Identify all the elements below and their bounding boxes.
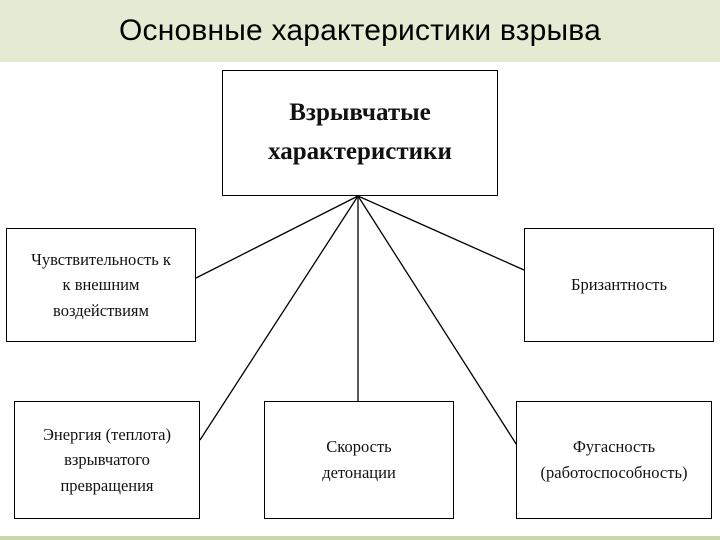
node-label-line: к внешним [62, 275, 140, 295]
root-node-explosive-characteristics: Взрывчатые характеристики [222, 70, 498, 196]
node-label-line: превращения [60, 475, 154, 495]
node-detonation-velocity: Скорость детонации [264, 401, 454, 519]
node-brisance: Бризантность [524, 228, 714, 342]
node-explosion-energy: Энергия (теплота) взрывчатого превращени… [14, 401, 200, 519]
node-label-line: Бризантность [571, 275, 667, 295]
title-bar: Основные характеристики взрыва [0, 0, 720, 62]
node-label-line: воздействиям [53, 300, 149, 320]
connector-strength [357, 195, 521, 451]
node-label-line: детонации [322, 463, 396, 482]
connector-brisance [357, 195, 525, 271]
node-label-line: взрывчатого [64, 450, 150, 470]
root-label-line: характеристики [268, 138, 452, 165]
node-label-line: (работоспособность) [540, 463, 688, 482]
node-label-line: Фугасность [572, 437, 656, 457]
node-label-line: Скорость [326, 437, 392, 457]
connector-energy [199, 195, 359, 441]
node-explosive-strength: Фугасность (работоспособность) [516, 401, 712, 519]
bottom-rule [0, 536, 720, 540]
node-label-line: Чувствительность к [31, 249, 171, 269]
root-label-line: Взрывчатые [289, 99, 431, 127]
node-label-line: Энергия (теплота) [43, 424, 171, 444]
node-sensitivity: Чувствительность к к внешним воздействия… [6, 228, 196, 342]
slide-title: Основные характеристики взрыва [119, 14, 601, 47]
connector-sensitivity [195, 195, 359, 279]
